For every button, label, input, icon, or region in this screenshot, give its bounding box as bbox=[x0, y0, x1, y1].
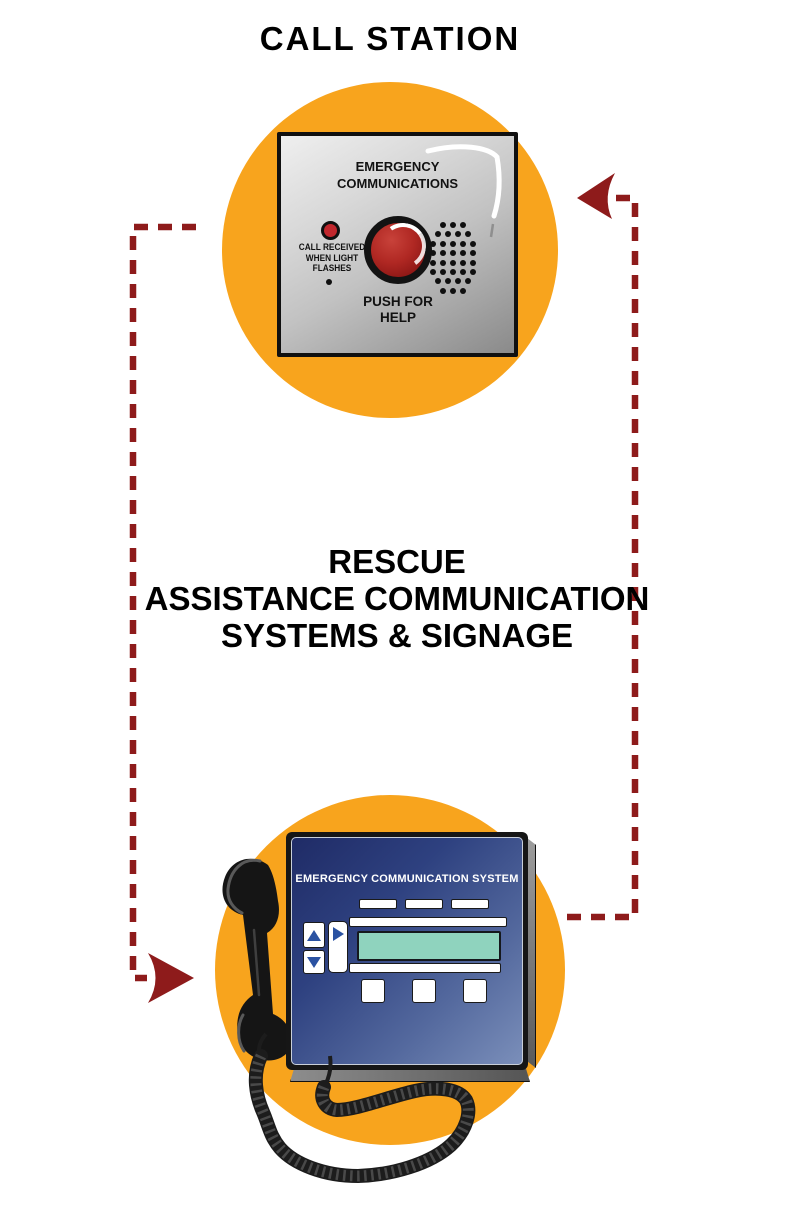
panel-heading-line1: EMERGENCY bbox=[355, 159, 440, 174]
speaker-dot bbox=[450, 268, 456, 275]
device-side-edge bbox=[527, 838, 536, 1068]
speaker-dot bbox=[460, 222, 466, 228]
scroll-up-button[interactable] bbox=[303, 922, 325, 948]
small-dot-icon bbox=[326, 279, 332, 285]
status-bar bbox=[359, 899, 397, 909]
caption-line1: RESCUE bbox=[328, 543, 466, 580]
speaker-dot bbox=[455, 278, 461, 285]
function-button[interactable] bbox=[463, 979, 487, 1003]
status-bars bbox=[359, 899, 489, 909]
speaker-dot bbox=[455, 231, 461, 238]
panel-heading-line2: COMMUNICATIONS bbox=[336, 176, 459, 191]
page-title: CALL STATION bbox=[259, 20, 521, 57]
status-bar bbox=[405, 899, 443, 909]
speaker-row bbox=[426, 250, 480, 257]
speaker-dot bbox=[435, 231, 441, 238]
panel-heading: EMERGENCY COMMUNICATIONS bbox=[281, 158, 514, 192]
speaker-dot bbox=[470, 240, 476, 247]
function-button[interactable] bbox=[412, 979, 436, 1003]
speaker-dot bbox=[440, 268, 446, 275]
speaker-row bbox=[426, 278, 480, 285]
speaker-dot bbox=[445, 231, 451, 238]
arrowhead-left-icon bbox=[577, 173, 615, 219]
speaker-row bbox=[426, 222, 480, 228]
speaker-row bbox=[426, 259, 480, 266]
speaker-dot bbox=[430, 259, 436, 266]
caption-line3: SYSTEMS & SIGNAGE bbox=[220, 617, 574, 654]
speaker-dot bbox=[450, 250, 456, 257]
push-for-help-label: PUSH FOR HELP bbox=[333, 294, 463, 326]
speaker-dot bbox=[440, 259, 446, 266]
speaker-dot bbox=[450, 240, 456, 247]
led-label-line1: CALL RECEIVED bbox=[298, 242, 366, 252]
label-strip-bottom bbox=[349, 963, 501, 973]
speaker-row bbox=[426, 268, 480, 275]
speaker-dot bbox=[470, 250, 476, 257]
down-arrow-icon bbox=[307, 956, 321, 968]
speaker-dot bbox=[460, 259, 466, 266]
flow-dash-right bbox=[560, 194, 639, 921]
right-arrow-icon bbox=[332, 927, 344, 941]
speaker-dot bbox=[430, 240, 436, 247]
speaker-dot bbox=[440, 250, 446, 257]
ecs-device: EMERGENCY COMMUNICATION SYSTEM bbox=[286, 832, 528, 1070]
speaker-dot bbox=[465, 278, 471, 285]
handset-icon bbox=[222, 858, 293, 1061]
push-label-line1: PUSH FOR bbox=[363, 294, 433, 309]
status-bar bbox=[451, 899, 489, 909]
up-arrow-icon bbox=[307, 929, 321, 941]
scroll-down-button[interactable] bbox=[303, 950, 325, 974]
caption-line2: ASSISTANCE COMMUNICATION bbox=[144, 580, 650, 617]
speaker-dot bbox=[450, 287, 456, 294]
system-caption: RESCUE ASSISTANCE COMMUNICATION SYSTEMS … bbox=[0, 543, 794, 654]
speaker-dot bbox=[440, 240, 446, 247]
speaker-dot bbox=[460, 240, 466, 247]
speaker-dot bbox=[460, 287, 466, 294]
speaker-dot bbox=[460, 250, 466, 257]
function-buttons bbox=[361, 979, 487, 1003]
push-for-help-button[interactable] bbox=[364, 216, 432, 284]
speaker-dot bbox=[465, 231, 471, 238]
led-label-line3: FLASHES bbox=[312, 263, 352, 273]
speaker-dot bbox=[430, 250, 436, 257]
speaker-dot bbox=[450, 259, 456, 266]
speaker-dot bbox=[460, 268, 466, 275]
speaker-row bbox=[426, 287, 480, 294]
function-button[interactable] bbox=[361, 979, 385, 1003]
speaker-dot bbox=[440, 287, 446, 294]
speaker-dot bbox=[435, 278, 441, 285]
led-label: CALL RECEIVED WHEN LIGHT FLASHES bbox=[281, 242, 382, 274]
select-button[interactable] bbox=[328, 921, 348, 973]
speaker-dot bbox=[470, 259, 476, 266]
call-station-panel: EMERGENCY COMMUNICATIONS CALL RECEIVED W… bbox=[277, 132, 518, 357]
speaker-dot bbox=[470, 268, 476, 275]
label-strip-top bbox=[349, 917, 507, 927]
arrowhead-right-icon bbox=[148, 953, 194, 1003]
device-title: EMERGENCY COMMUNICATION SYSTEM bbox=[295, 873, 519, 885]
flow-dash-left bbox=[129, 223, 196, 982]
call-received-led bbox=[321, 221, 340, 240]
speaker-dot bbox=[430, 268, 436, 275]
speaker-dot bbox=[440, 222, 446, 228]
speaker-grille-icon bbox=[426, 222, 480, 297]
led-label-line2: WHEN LIGHT bbox=[305, 252, 359, 263]
speaker-dot bbox=[450, 222, 456, 228]
display-screen bbox=[357, 931, 501, 961]
speaker-row bbox=[426, 231, 480, 238]
device-face: EMERGENCY COMMUNICATION SYSTEM bbox=[291, 837, 523, 1065]
speaker-dot bbox=[445, 278, 451, 285]
push-label-line2: HELP bbox=[379, 310, 416, 325]
speaker-row bbox=[426, 240, 480, 247]
panel-shine-icon bbox=[425, 144, 502, 238]
